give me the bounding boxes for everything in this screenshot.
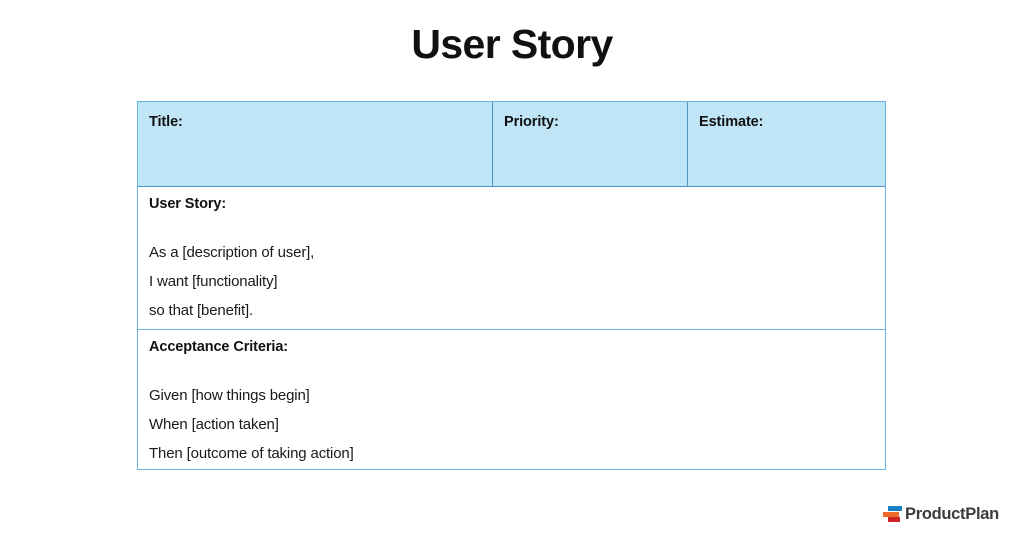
user-story-template-table: Title: Priority: Estimate: User Story: A…: [137, 101, 886, 470]
field-priority-label: Priority:: [504, 114, 559, 130]
list-item: Then [outcome of taking action]: [149, 445, 354, 462]
section-acceptance-criteria[interactable]: Acceptance Criteria: Given [how things b…: [138, 330, 885, 469]
productplan-wordmark: ProductPlan: [905, 504, 999, 523]
list-item: Given [how things begin]: [149, 387, 310, 404]
list-item: As a [description of user],: [149, 244, 315, 261]
field-title[interactable]: Title:: [138, 102, 493, 186]
section-acceptance-criteria-lines: Given [how things begin] When [action ta…: [149, 381, 885, 468]
page-title: User Story: [411, 21, 613, 67]
logo-bar-red: [888, 517, 900, 522]
logo-bar-orange: [883, 511, 899, 517]
field-priority[interactable]: Priority:: [493, 102, 688, 186]
productplan-logo: ProductPlan: [883, 505, 999, 523]
list-item: so that [benefit].: [149, 302, 254, 319]
field-estimate-label: Estimate:: [699, 114, 764, 130]
section-acceptance-criteria-heading: Acceptance Criteria:: [149, 339, 289, 355]
table-header-row: Title: Priority: Estimate:: [138, 102, 885, 187]
section-user-story[interactable]: User Story: As a [description of user], …: [138, 187, 885, 330]
field-title-label: Title:: [149, 114, 183, 130]
logo-bar-blue: [888, 506, 902, 511]
field-estimate[interactable]: Estimate:: [688, 102, 885, 186]
list-item: I want [functionality]: [149, 273, 278, 290]
productplan-bars-icon: [883, 505, 902, 523]
section-user-story-heading: User Story:: [149, 196, 227, 212]
section-user-story-lines: As a [description of user], I want [func…: [149, 238, 885, 325]
list-item: When [action taken]: [149, 416, 279, 433]
